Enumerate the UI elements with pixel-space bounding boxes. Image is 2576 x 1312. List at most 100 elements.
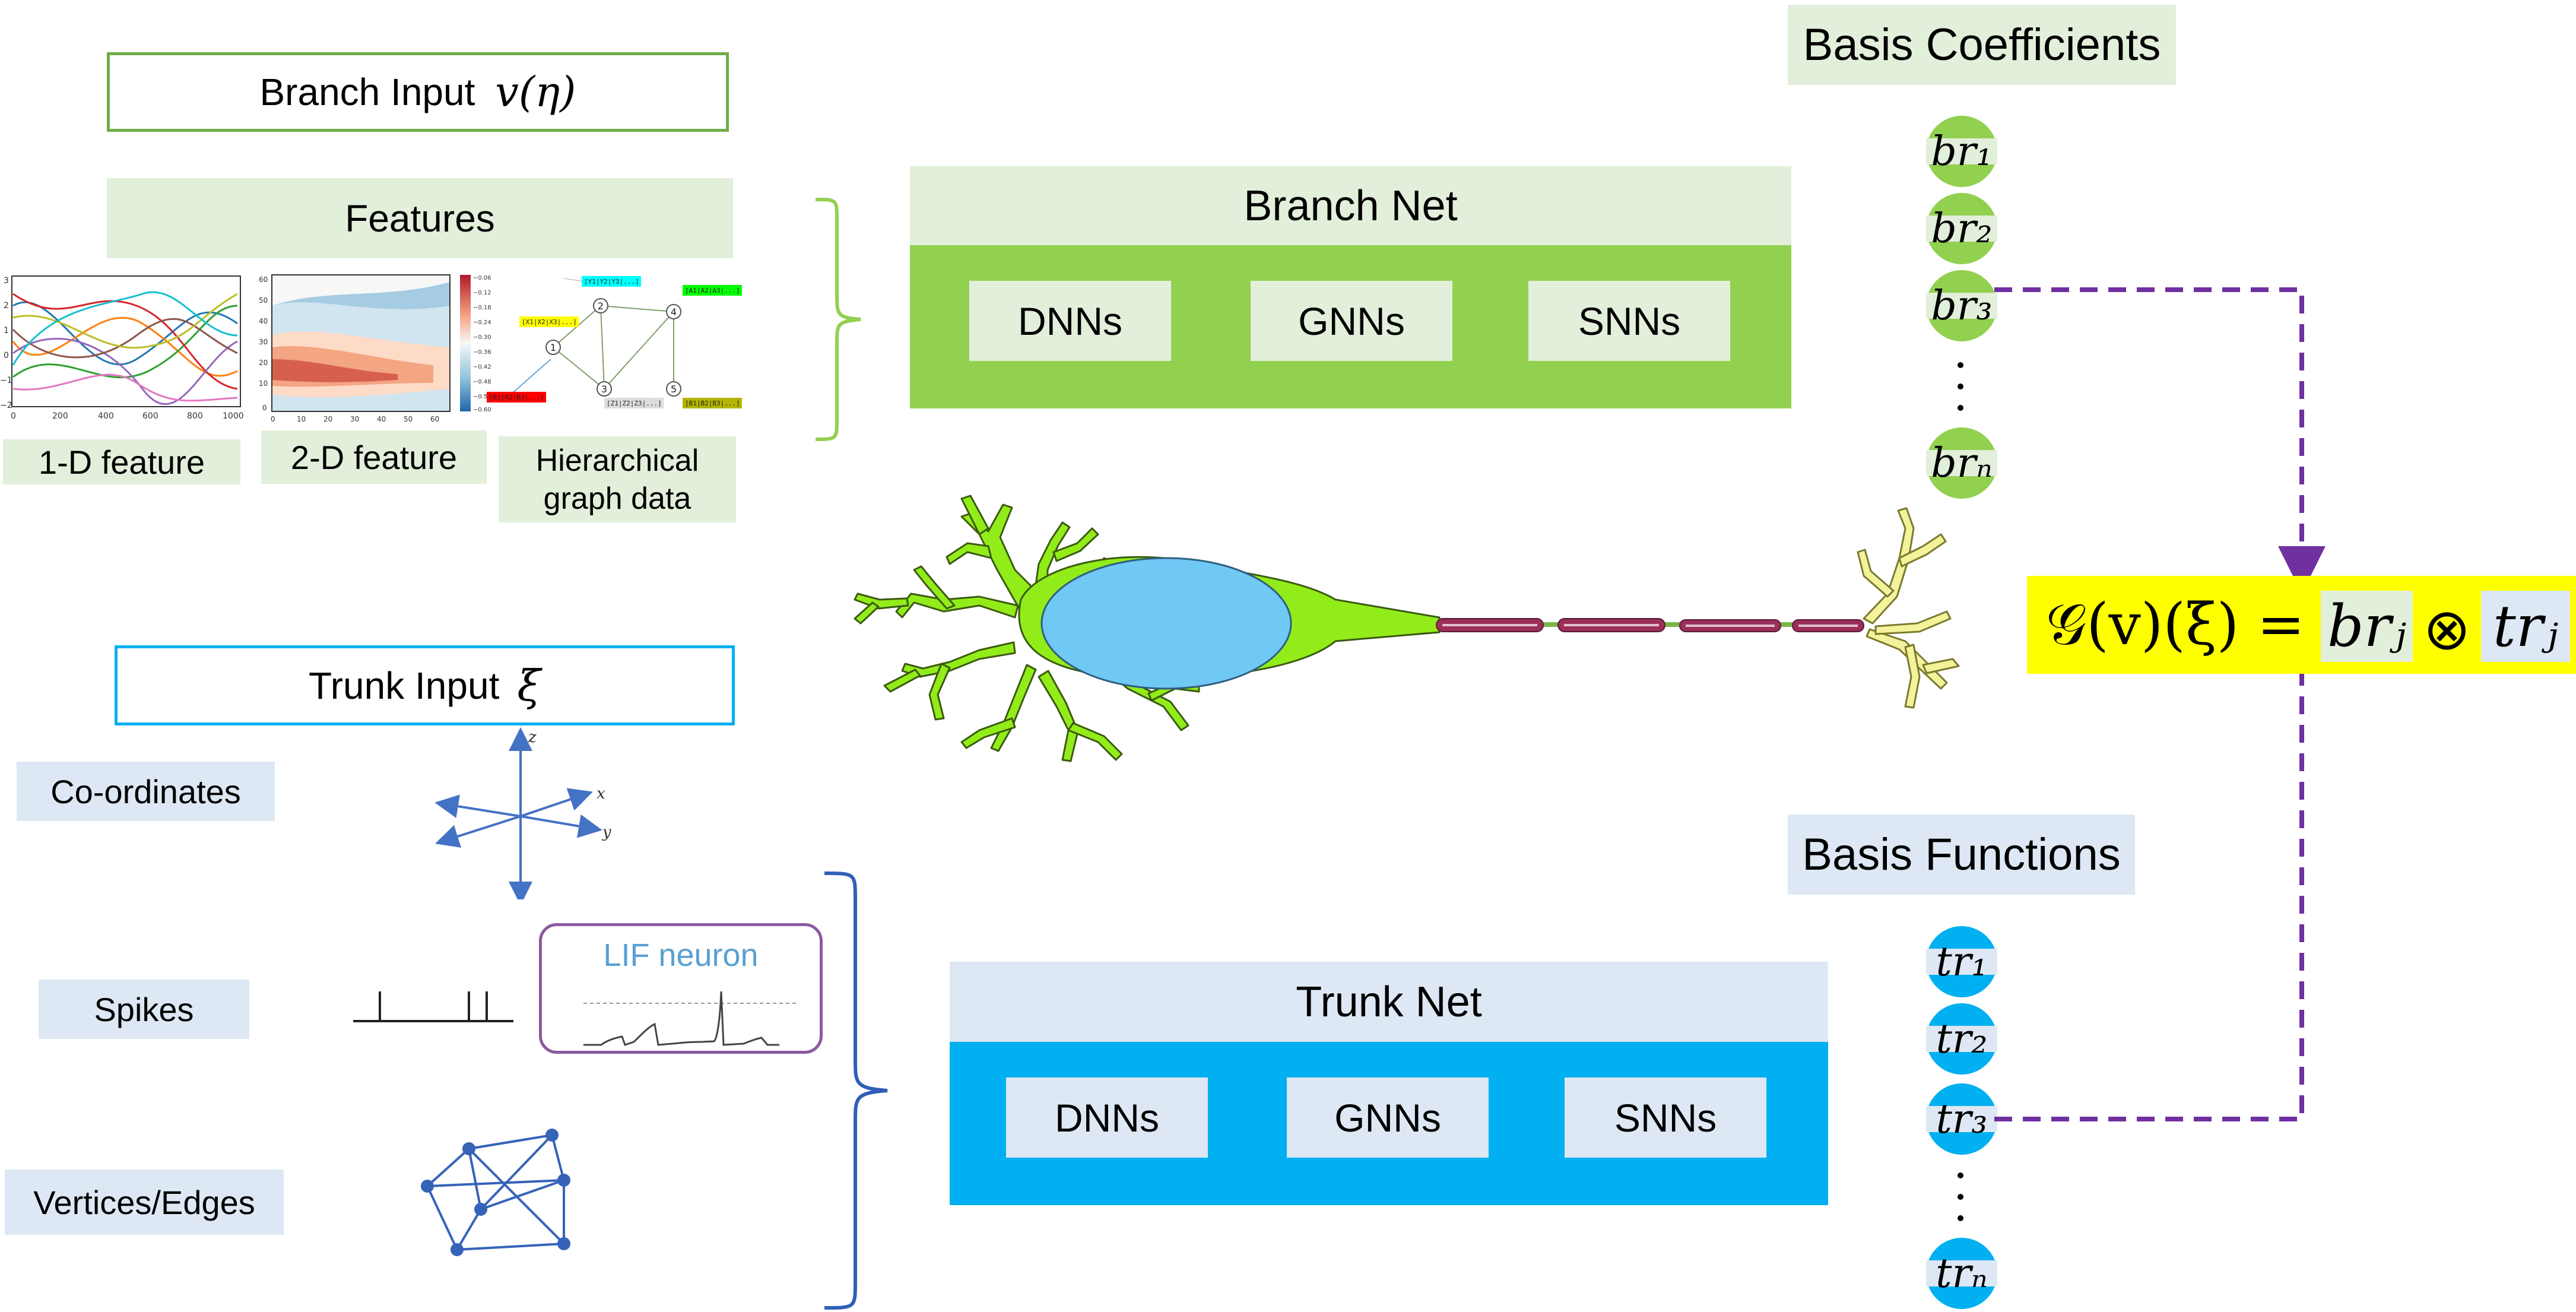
p2-ytick: 0 [262, 404, 267, 412]
trunk-item-vertices-edges: Vertices/Edges [5, 1170, 284, 1235]
feature-2d-text: 2-D feature [290, 438, 458, 476]
trunk-dnns-text: DNNs [1055, 1095, 1159, 1140]
feature-1d-plot: 3 2 1 0 −1 −2 0 200 400 600 800 1000 [0, 275, 244, 421]
cbar-tick: −0.06 [473, 275, 491, 281]
p2-ytick: 50 [259, 296, 268, 305]
features-title: Features [107, 178, 733, 258]
hierarchical-graph-plot: 1 2 3 4 5 [Y1|Y2|Y3|...] [A1|A2|A3|...] … [487, 276, 742, 408]
p2-xtick: 60 [430, 415, 439, 423]
nucleus [1040, 557, 1292, 690]
br1-label: br₁ [1931, 128, 1993, 175]
lif-neuron-label: LIF neuron [603, 937, 759, 973]
trunk-snns-text: SNNs [1614, 1095, 1717, 1140]
basis-functions-title: Basis Functions [1788, 815, 2135, 895]
p1-ytick: 2 [4, 301, 9, 310]
p2-ytick: 30 [259, 338, 268, 346]
brn-label: brₙ [1931, 439, 1993, 487]
branch-bracket [815, 198, 861, 441]
graph-tag: [Z1|Z2|Z3|...] [607, 400, 662, 407]
trunk-gnns: GNNs [1287, 1078, 1489, 1158]
p1-xtick: 200 [52, 411, 68, 421]
p2-ytick: 20 [259, 359, 268, 367]
p1-ytick: 1 [4, 326, 9, 335]
feature-1d-text: 1-D feature [38, 443, 205, 481]
tr-function: tr₁ [1926, 926, 1997, 997]
axis-z-label: z [528, 728, 537, 746]
graph-node-4: 4 [671, 306, 677, 318]
basis-coefficients-text: Basis Coefficients [1803, 20, 2161, 70]
br-ellipsis [1958, 362, 1966, 416]
graph-tag: [R1|R2|R3|...] [489, 394, 544, 401]
tr2-label: tr₂ [1936, 1015, 1988, 1063]
branch-dnns: DNNs [969, 281, 1171, 361]
feature-1d-label: 1-D feature [3, 439, 240, 484]
vertices-edges-text: Vertices/Edges [33, 1183, 255, 1221]
p1-xtick: 0 [11, 411, 16, 421]
graph-tag: [Y1|Y2|Y3|...] [584, 278, 639, 286]
branch-net-title-text: Branch Net [1243, 182, 1458, 230]
p1-ytick: −1 [0, 376, 12, 385]
cbar-tick: −0.24 [473, 319, 491, 326]
branch-snns: SNNs [1528, 281, 1730, 361]
cbar-tick: −0.42 [473, 364, 491, 370]
basis-functions-text: Basis Functions [1802, 829, 2121, 880]
cbar-tick: −0.30 [473, 334, 491, 341]
p1-xtick: 600 [142, 411, 158, 421]
cbar-tick: −0.36 [473, 349, 491, 356]
p2-xtick: 20 [323, 415, 332, 423]
graph-node-3: 3 [601, 384, 607, 395]
trn-label: trₙ [1936, 1250, 1988, 1297]
p2-ytick: 10 [259, 379, 268, 388]
tr1-label: tr₁ [1936, 938, 1988, 985]
branch-net-body: DNNs GNNs SNNs [910, 245, 1791, 408]
p2-xtick: 0 [271, 415, 275, 423]
cbar-tick: −0.48 [473, 379, 491, 385]
feature-2d-plot: 60 50 40 30 20 10 0 0 10 20 30 40 50 60 … [259, 274, 491, 423]
p1-ytick: −2 [0, 401, 12, 410]
spikes-text: Spikes [94, 990, 194, 1028]
br-coefficient: br₂ [1926, 193, 1997, 264]
trunk-net-title: Trunk Net [950, 962, 1828, 1042]
tensor-product-icon: ⊗ [2423, 596, 2471, 663]
tr-function: tr₃ [1926, 1083, 1997, 1155]
br-coefficient: brₙ [1926, 427, 1997, 499]
trunk-item-spikes: Spikes [39, 980, 249, 1039]
trunk-net-body: DNNs GNNs SNNs [950, 1042, 1828, 1205]
graph-tag: [B1|B2|B3|...] [685, 400, 740, 407]
feature-hier-label: Hierarchical graph data [499, 436, 736, 522]
feature-2d-label: 2-D feature [261, 430, 487, 484]
p2-ytick: 60 [259, 275, 268, 284]
br-coefficient: br₃ [1926, 270, 1997, 341]
axon-terminals [1857, 507, 1960, 709]
axis-y-label: y [602, 823, 611, 841]
branch-net-title: Branch Net [910, 166, 1791, 245]
basis-coefficients-title: Basis Coefficients [1788, 5, 2176, 85]
p1-ytick: 0 [4, 351, 9, 360]
operator-formula: 𝒢(v)(ξ) = brⱼ ⊗ trⱼ [2027, 576, 2576, 674]
trunk-input-symbol: ξ [517, 660, 541, 711]
graph-node-1: 1 [550, 342, 556, 353]
axis-x-label: x [597, 785, 605, 803]
dashed-connectors [1994, 287, 2326, 1121]
p1-xtick: 1000 [223, 411, 244, 421]
branch-input-symbol: v(η) [495, 68, 576, 116]
p2-xtick: 40 [377, 415, 386, 423]
trunk-net-title-text: Trunk Net [1296, 978, 1482, 1026]
branch-dnns-text: DNNs [1018, 299, 1122, 343]
neuron-illustration [854, 495, 1960, 762]
formula-br: brⱼ [2321, 591, 2413, 662]
tr-function: trₙ [1926, 1238, 1997, 1309]
branch-snns-text: SNNs [1578, 299, 1681, 343]
tr-function: tr₂ [1926, 1003, 1997, 1075]
graph-tag: [X1|X2|X3|...] [522, 318, 577, 326]
p1-xtick: 800 [187, 411, 203, 421]
lif-neuron-box: LIF neuron [539, 923, 823, 1054]
spike-train-icon [353, 991, 513, 1022]
trunk-input-box: Trunk Input ξ [115, 645, 735, 725]
trunk-gnns-text: GNNs [1334, 1095, 1441, 1140]
trunk-bracket [824, 872, 888, 1310]
tr3-label: tr₃ [1936, 1095, 1988, 1143]
branch-gnns-text: GNNs [1298, 299, 1405, 343]
trunk-input-label: Trunk Input [309, 664, 500, 707]
p2-xtick: 30 [350, 415, 359, 423]
